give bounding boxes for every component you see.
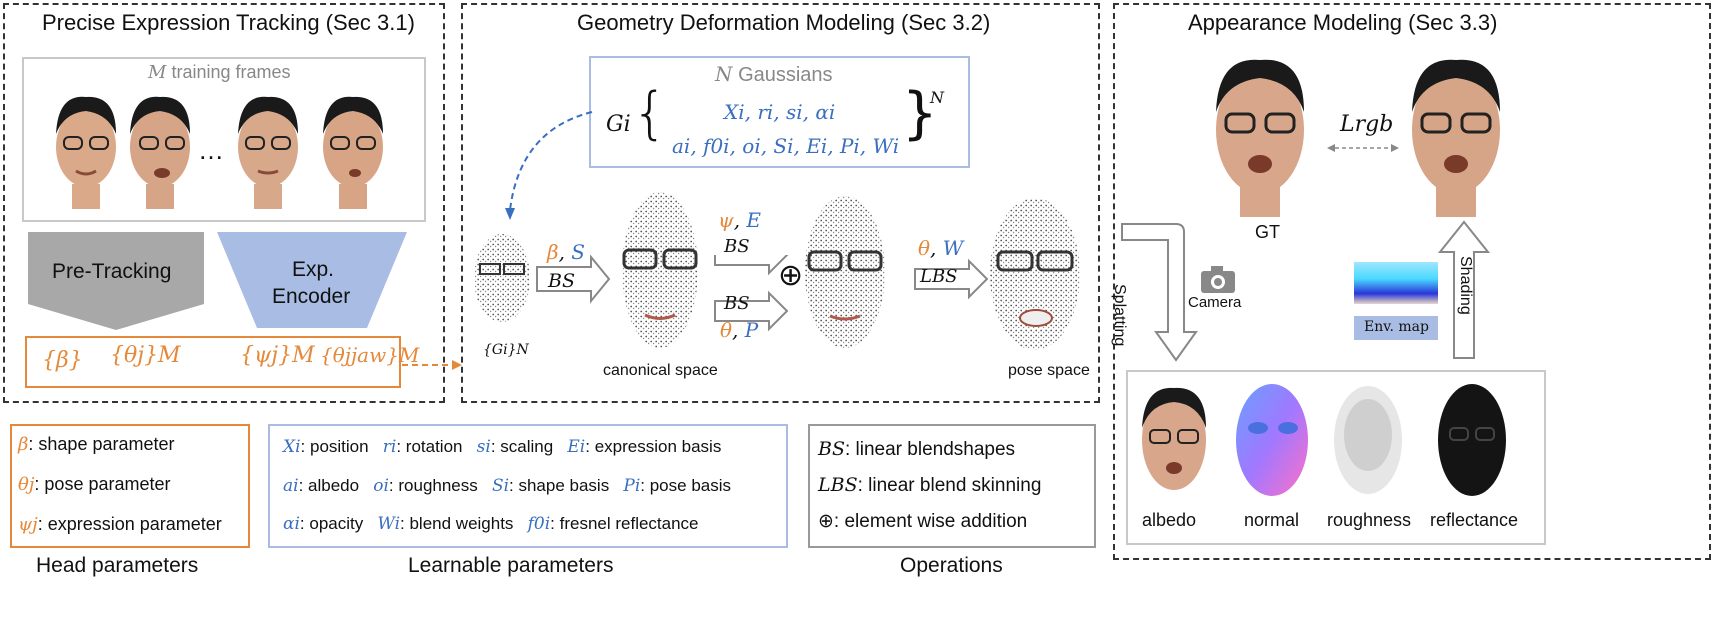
shading-arrow bbox=[1438, 220, 1490, 359]
learnable-row-3: αi: opacity Wi: blend weights f0i: fresn… bbox=[283, 514, 699, 534]
material-maps-box bbox=[1126, 370, 1546, 545]
albedo-map bbox=[1142, 387, 1206, 490]
tracking-to-geometry-arrow bbox=[402, 360, 462, 370]
normal-map bbox=[1236, 384, 1308, 496]
pretracking-shape bbox=[28, 232, 204, 330]
pose-space-label: pose space bbox=[1008, 362, 1090, 379]
head-params-legend bbox=[10, 424, 250, 548]
arrow1-op-label: BS bbox=[548, 270, 575, 292]
combined-head bbox=[805, 196, 885, 348]
arrow3-bottom-label: θ, P bbox=[720, 318, 759, 342]
arrow-expression bbox=[714, 255, 789, 276]
reflectance-map bbox=[1438, 384, 1506, 496]
appearance-faces bbox=[1216, 59, 1500, 217]
tracking-panel bbox=[3, 3, 445, 403]
splatting-label: Splatting bbox=[1111, 284, 1128, 347]
param-theta-jaw: {θjjaw}M bbox=[320, 343, 420, 367]
arrow1-top-label: β, S bbox=[547, 240, 585, 264]
learnable-row-2: ai: albedo oi: roughness Si: shape basis… bbox=[283, 476, 732, 496]
rendered-face bbox=[1412, 59, 1500, 217]
training-frames-label: M training frames bbox=[148, 62, 291, 83]
arrow-skinning bbox=[914, 258, 989, 300]
canonical-head bbox=[622, 192, 698, 348]
arrow2-op-label: BS bbox=[724, 236, 750, 257]
legend-theta: θj: pose parameter bbox=[18, 474, 171, 495]
reflectance-label: reflectance bbox=[1430, 510, 1519, 530]
arrow-pose-correct bbox=[714, 290, 789, 332]
face-thumbnail bbox=[130, 96, 190, 209]
tracking-panel-title: Precise Expression Tracking (Sec 3.1) bbox=[42, 10, 415, 35]
encoder-label-line1: Exp. bbox=[292, 258, 335, 281]
tracking-params-box bbox=[25, 336, 401, 388]
gaussians-label: N Gaussians bbox=[715, 62, 833, 86]
arrow4-op-label: LBS bbox=[920, 266, 958, 287]
legend-lbs: LBS: linear blend skinning bbox=[818, 474, 1042, 496]
gt-label: GT bbox=[1255, 222, 1280, 242]
pose-head bbox=[990, 198, 1080, 350]
legend-beta: β: shape parameter bbox=[18, 434, 175, 455]
frames-ellipsis: … bbox=[198, 135, 224, 165]
learnable-legend bbox=[268, 424, 788, 548]
training-frames-faces bbox=[56, 96, 383, 209]
gaussian-sup: N bbox=[930, 88, 944, 107]
splatting-arrow bbox=[1121, 223, 1198, 362]
geometry-panel-title: Geometry Deformation Modeling (Sec 3.2) bbox=[577, 10, 991, 35]
geometry-arrows bbox=[536, 255, 989, 332]
param-beta: {β} bbox=[42, 348, 83, 373]
geometry-panel bbox=[461, 3, 1100, 403]
param-theta: {θj}M bbox=[110, 343, 181, 368]
arrow3-op-label: BS bbox=[724, 293, 750, 314]
env-map-label: Env. map bbox=[1364, 319, 1429, 335]
face-thumbnail bbox=[238, 96, 298, 209]
gaussians-to-points-arrow bbox=[505, 111, 593, 220]
roughness-label: roughness bbox=[1327, 510, 1412, 530]
operations-caption: Operations bbox=[900, 554, 1003, 577]
gaussian-row2: ai, f0i, oi, Si, Ei, Pi, Wi bbox=[672, 134, 900, 158]
face-thumbnail bbox=[323, 96, 383, 209]
small-head bbox=[474, 234, 530, 322]
env-map-label-box bbox=[1354, 316, 1438, 340]
learnable-caption: Learnable parameters bbox=[408, 554, 614, 577]
pretracking-label: Pre-Tracking bbox=[52, 260, 172, 283]
gaussian-lhs: Gi bbox=[606, 112, 631, 137]
legend-psi: ψj: expression parameter bbox=[18, 514, 222, 535]
legend-plus: ⊕: element wise addition bbox=[818, 511, 1028, 532]
learnable-row-1: Xi: position ri: rotation si: scaling Ei… bbox=[283, 437, 722, 457]
roughness-map bbox=[1334, 386, 1402, 494]
training-frames-box bbox=[22, 57, 426, 222]
gt-face bbox=[1216, 59, 1304, 217]
loss-label: Lrgb bbox=[1340, 112, 1394, 137]
gaussian-brace-left: { bbox=[632, 81, 668, 146]
shading-label: Shading bbox=[1457, 256, 1474, 315]
gi-label: {Gi}N bbox=[483, 342, 529, 358]
albedo-label: albedo bbox=[1142, 510, 1197, 530]
arrow2-top-label: ψ, E bbox=[718, 208, 762, 232]
loss-arrow bbox=[1327, 144, 1399, 152]
normal-label: normal bbox=[1244, 510, 1300, 530]
arrow4-top-label: θ, W bbox=[918, 236, 964, 260]
camera-label: Camera bbox=[1188, 294, 1242, 311]
material-maps bbox=[1142, 384, 1506, 496]
point-cloud-heads bbox=[474, 192, 1080, 350]
gaussian-brace-right: } bbox=[902, 81, 938, 146]
addition-operator: ⊕ bbox=[778, 258, 804, 293]
canonical-space-label: canonical space bbox=[603, 362, 718, 379]
appearance-panel bbox=[1113, 3, 1711, 560]
arrow-blend-shape bbox=[536, 255, 611, 304]
face-thumbnail bbox=[56, 96, 116, 209]
encoder-label-line2: Encoder bbox=[272, 285, 351, 308]
operations-legend bbox=[808, 424, 1096, 548]
env-map-image bbox=[1354, 262, 1438, 304]
legend-bs: BS: linear blendshapes bbox=[818, 438, 1016, 460]
appearance-panel-title: Appearance Modeling (Sec 3.3) bbox=[1188, 10, 1498, 35]
gaussian-row1: Xi, ri, si, αi bbox=[724, 100, 836, 124]
param-psi: {ψj}M bbox=[240, 343, 315, 368]
encoder-shape bbox=[217, 232, 407, 328]
camera-icon bbox=[1201, 266, 1235, 293]
head-params-caption: Head parameters bbox=[36, 554, 199, 577]
